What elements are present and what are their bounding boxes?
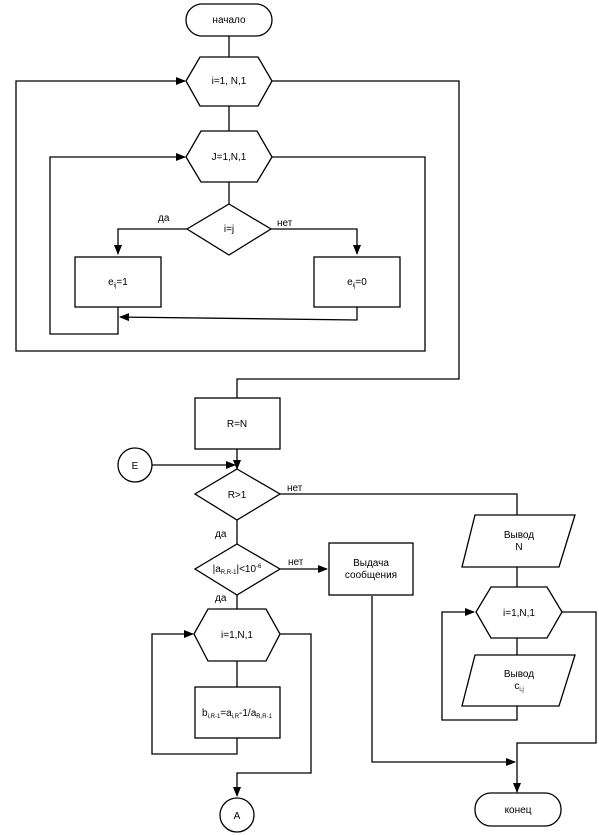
set-r-label: R=N [227, 419, 247, 430]
assign-one-label: eij=1 [108, 277, 128, 289]
compute-b-label: bi,R-1=ai,R-1/aR,R-1 [202, 708, 273, 720]
connector-e: E [117, 447, 153, 483]
output-n-line2: N [515, 542, 522, 553]
end-label: конец [505, 805, 532, 816]
condition-r: R>1 [193, 468, 282, 521]
assign-zero-block: eij=0 [313, 256, 401, 308]
condition-ij: i=j [185, 203, 273, 256]
loop-left-block: i=1,N,1 [193, 608, 281, 662]
yes-label-r: да [215, 529, 227, 540]
condition-r-label: R>1 [228, 490, 247, 501]
set-r-block: R=N [194, 397, 281, 450]
no-label-abs: нет [288, 557, 304, 568]
loop-j-block: J=1,N,1 [185, 130, 273, 183]
output-n-line1: Вывод [504, 530, 534, 541]
message-line1: Выдача [353, 558, 389, 569]
condition-ij-label: i=j [224, 224, 234, 235]
start-label: начало [212, 15, 246, 26]
condition-abs-label: |aR,R-1|<10-6 [213, 564, 262, 576]
no-label-r: нет [287, 483, 303, 494]
yes-label-ij: да [158, 213, 170, 224]
loop-right-block: i=1,N,1 [475, 586, 563, 639]
loop-right-label: i=1,N,1 [503, 608, 535, 619]
connector-lines [15, 36, 597, 797]
assign-zero-label: eij=0 [347, 277, 367, 289]
message-line2: сообщения [345, 569, 397, 581]
yes-label-abs: да [215, 593, 227, 604]
loop-i-block: i=1, N,1 [185, 56, 273, 107]
loop-j-label: J=1,N,1 [212, 152, 247, 163]
output-c-line1: Вывод [504, 669, 534, 680]
output-n-block: Вывод N [461, 514, 576, 568]
loop-i-label: i=1, N,1 [212, 76, 247, 87]
no-label-ij: нет [277, 218, 293, 229]
condition-abs: |aR,R-1|<10-6 [193, 543, 282, 596]
output-c-line2: ci,j [514, 681, 523, 693]
message-block: Выдача сообщения [328, 542, 414, 596]
start-terminal: начало [185, 3, 273, 37]
connector-a-label: A [234, 811, 241, 822]
assign-one-block: eij=1 [74, 256, 162, 308]
loop-left-label: i=1,N,1 [221, 630, 253, 641]
connector-a: A [219, 797, 255, 833]
end-terminal: конец [474, 792, 562, 827]
connector-e-label: E [132, 461, 139, 472]
compute-b-block: bi,R-1=ai,R-1/aR,R-1 [194, 686, 281, 739]
output-c-block: Вывод ci,j [461, 654, 576, 707]
